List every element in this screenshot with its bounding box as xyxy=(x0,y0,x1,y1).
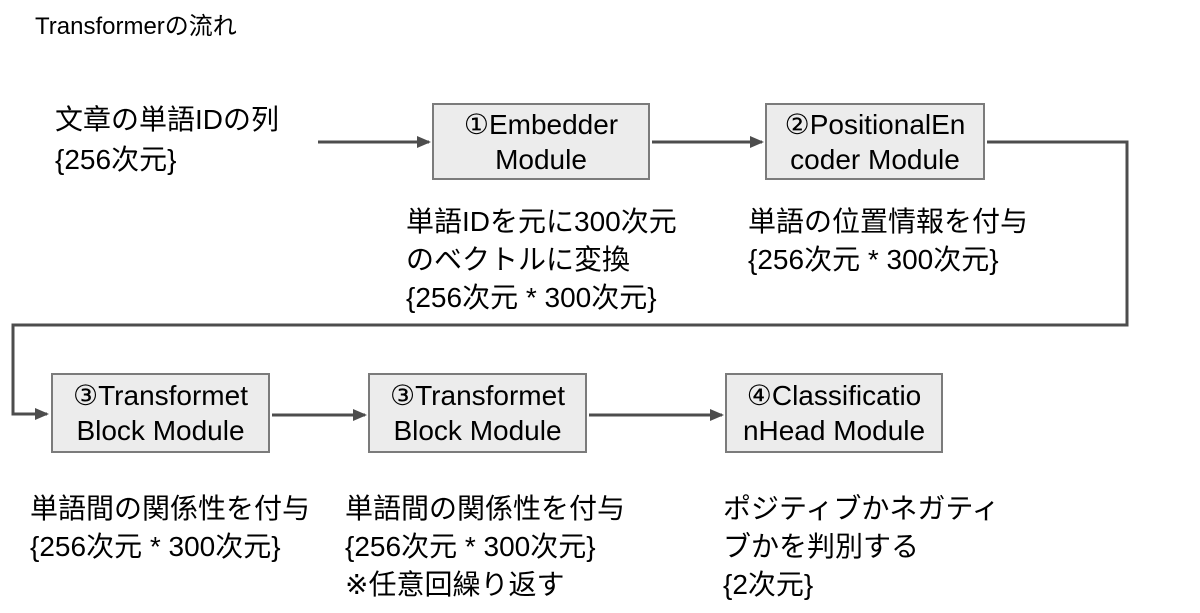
box-positional-line2: coder Module xyxy=(790,143,960,175)
caption-transformer-block-1: 単語間の関係性を付与 {256次元 * 300次元} xyxy=(30,490,310,566)
box-embedder-module: ①Embedder Module xyxy=(432,103,650,180)
caption-classification-dims: {2次元} xyxy=(723,569,814,600)
box-classification-head-module: ④Classificatio nHead Module xyxy=(725,373,943,453)
connector-positional-to-transformer1 xyxy=(11,140,1129,420)
caption-classification-line2: ブかを判別する xyxy=(723,531,920,562)
source-input-line: 文章の単語IDの列 xyxy=(55,104,280,135)
caption-transformer2-dims: {256次元 * 300次元} xyxy=(345,531,596,562)
caption-transformer-block-2: 単語間の関係性を付与 {256次元 * 300次元} ※任意回繰り返す xyxy=(345,490,625,604)
caption-classification-head: ポジティブかネガティ ブかを判別する {2次元} xyxy=(723,490,1000,604)
caption-positional-dims: {256次元 * 300次元} xyxy=(748,244,999,275)
box-embedder-line2: Module xyxy=(495,143,587,175)
box-transformer2-line1: ③Transformet xyxy=(390,380,565,411)
caption-embedder-line1: 単語IDを元に300次元 xyxy=(406,206,677,237)
box-transformer-block-module-2: ③Transformet Block Module xyxy=(368,373,587,453)
caption-transformer2-line1: 単語間の関係性を付与 xyxy=(345,493,626,524)
box-classification-line1: ④Classificatio xyxy=(746,380,922,411)
caption-embedder-dims: {256次元 * 300次元} xyxy=(406,282,657,313)
source-input-label: 文章の単語IDの列 {256次元} xyxy=(55,100,279,180)
caption-embedder-line2: のベクトルに変換 xyxy=(406,244,631,275)
caption-transformer1-dims: {256次元 * 300次元} xyxy=(30,531,281,562)
caption-embedder: 単語IDを元に300次元 のベクトルに変換 {256次元 * 300次元} xyxy=(406,203,677,317)
box-classification-line2: nHead Module xyxy=(742,415,926,446)
source-input-dims: {256次元} xyxy=(55,144,177,175)
box-transformer-block-module-1: ③Transformet Block Module xyxy=(51,373,270,453)
box-transformer1-line1: ③Transformet xyxy=(73,380,248,411)
box-positional-line1: ②PositionalEn xyxy=(784,108,966,140)
caption-transformer2-note: ※任意回繰り返す xyxy=(345,569,565,600)
caption-classification-line1: ポジティブかネガティ xyxy=(723,493,1000,524)
caption-positional-encoder: 単語の位置情報を付与 {256次元 * 300次元} xyxy=(748,203,1028,279)
box-transformer1-line2: Block Module xyxy=(76,415,245,446)
caption-transformer1-line1: 単語間の関係性を付与 xyxy=(30,493,311,524)
page-title: Transformerの流れ xyxy=(35,13,237,40)
box-transformer2-line2: Block Module xyxy=(393,415,562,446)
box-embedder-line1: ①Embedder xyxy=(463,108,619,140)
box-positional-encoder-module: ②PositionalEn coder Module xyxy=(765,103,985,180)
caption-positional-line1: 単語の位置情報を付与 xyxy=(748,206,1029,237)
